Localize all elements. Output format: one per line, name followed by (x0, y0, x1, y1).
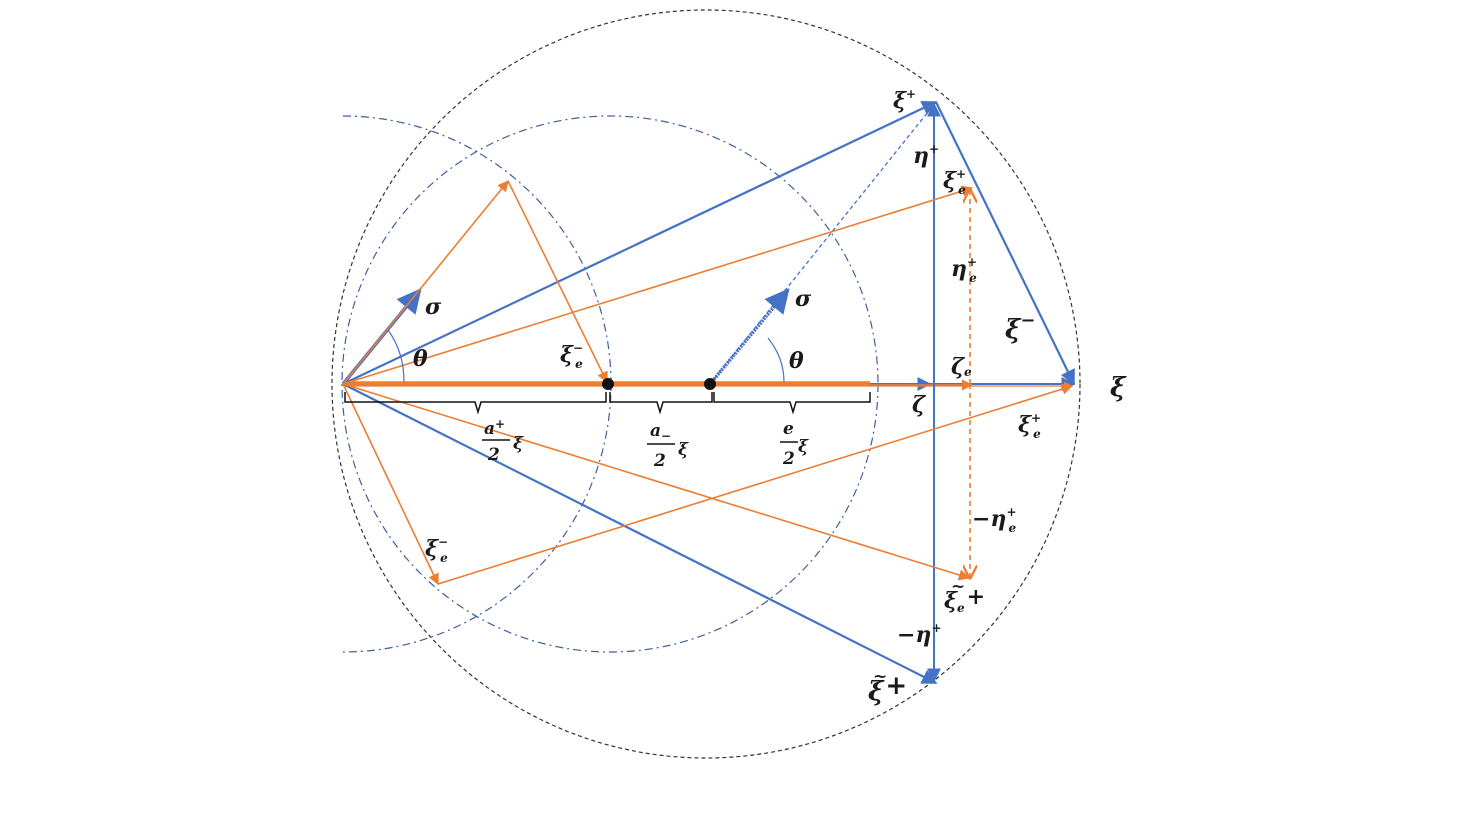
vector-xi-e-minus-upper (507, 180, 608, 384)
svg-text:2: 2 (782, 449, 795, 469)
label-neg-eta-plus: −η+ (897, 621, 942, 648)
label-xi-tilde-plus: ξ+ (868, 671, 907, 707)
label-neg-eta-e-plus: −η+e (972, 505, 1017, 535)
brace-a-plus (344, 392, 607, 415)
fraction-a-plus: a+ 2 ξ (482, 417, 524, 465)
svg-text:a+: a+ (484, 417, 505, 439)
angle-arc-mid (767, 337, 785, 383)
vector-xi-e-plus-right (437, 383, 1074, 585)
label-xi-e-plus-right: ξ+e (1018, 411, 1041, 441)
svg-text:ξ: ξ (798, 437, 809, 457)
vector-xi-e-minus-lower (342, 383, 439, 586)
fraction-e: e 2 ξ (780, 419, 809, 469)
angle-arc-left (387, 329, 405, 383)
label-xi-e-tilde-plus: ξe+ (944, 584, 985, 615)
brace-e (713, 392, 871, 415)
label-sigma-mid: σ (795, 286, 812, 312)
vector-xi-minus (935, 101, 1075, 386)
label-xi-e-minus-lower: ξ−e (425, 535, 448, 565)
label-eta-e-plus: η+e (951, 255, 977, 285)
label-xi-minus: ξ− (1005, 310, 1036, 345)
svg-text:2: 2 (487, 445, 500, 465)
brace-a-minus (609, 392, 713, 415)
vector-xi-plus (342, 100, 938, 385)
vector-orange-to-top (342, 180, 509, 385)
label-xi-e-plus-top: ξ+e (943, 167, 966, 197)
label-xi-e-tilde-tilde: ~ (951, 577, 965, 597)
vector-xi-e-tilde-plus (342, 383, 971, 581)
label-xi: ξ (1110, 373, 1127, 403)
vector-xi-plus-dashed (709, 101, 937, 385)
vector-xi-tilde-plus (342, 383, 938, 684)
label-zeta-e: ζe (951, 354, 972, 380)
label-xi-tilde-tilde: ~ (873, 667, 887, 687)
label-zeta: ζ (912, 392, 926, 418)
label-eta-plus: η+ (913, 142, 939, 169)
outer-circle (331, 9, 1081, 759)
vector-xi-e-plus-top (342, 185, 974, 385)
label-xi-plus: ξ+ (893, 87, 916, 114)
fraction-a-minus: a− 2 ξ (647, 421, 689, 471)
point-left (602, 378, 614, 390)
label-sigma-left: σ (425, 294, 442, 320)
svg-text:2: 2 (653, 451, 666, 471)
label-theta-mid: θ (789, 348, 804, 374)
vector-sigma-mid (708, 288, 790, 386)
label-xi-e-minus-upper: ξ−e (560, 341, 583, 371)
svg-text:a−: a− (650, 421, 671, 443)
svg-text:e: e (783, 419, 794, 439)
point-mid (704, 378, 716, 390)
label-theta-left: θ (413, 346, 428, 372)
svg-text:ξ: ξ (678, 440, 689, 460)
svg-text:ξ: ξ (513, 434, 524, 454)
